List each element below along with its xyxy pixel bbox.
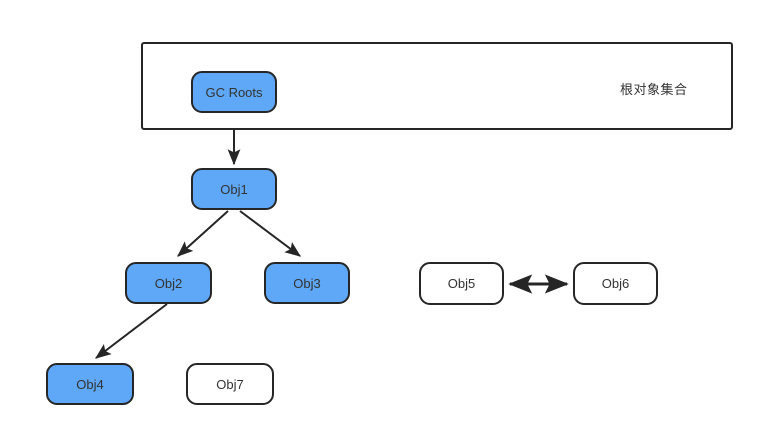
node-obj4-label: Obj4 <box>76 376 104 392</box>
node-gc-roots[interactable]: GC Roots <box>191 71 277 113</box>
node-gc-roots-label: GC Roots <box>205 84 263 100</box>
node-obj6[interactable]: Obj6 <box>573 262 658 305</box>
edge-obj1-to-obj3 <box>239 210 301 257</box>
edge-obj1-to-obj2 <box>177 210 229 257</box>
node-obj2-label: Obj2 <box>154 275 183 291</box>
node-obj4[interactable]: Obj4 <box>46 363 134 405</box>
node-obj5[interactable]: Obj5 <box>419 262 504 305</box>
edge-obj2-to-obj4 <box>95 303 168 359</box>
node-obj7[interactable]: Obj7 <box>186 363 274 405</box>
node-obj1-label: Obj1 <box>220 181 248 197</box>
node-obj3[interactable]: Obj3 <box>264 262 350 304</box>
node-obj1[interactable]: Obj1 <box>191 168 277 210</box>
node-obj5-label: Obj5 <box>447 276 476 291</box>
node-obj6-label: Obj6 <box>601 276 630 291</box>
node-obj7-label: Obj7 <box>216 376 244 392</box>
root-object-set-label: 根对象集合 <box>620 82 688 97</box>
node-obj3-label: Obj3 <box>293 275 321 291</box>
node-obj2[interactable]: Obj2 <box>125 262 212 304</box>
